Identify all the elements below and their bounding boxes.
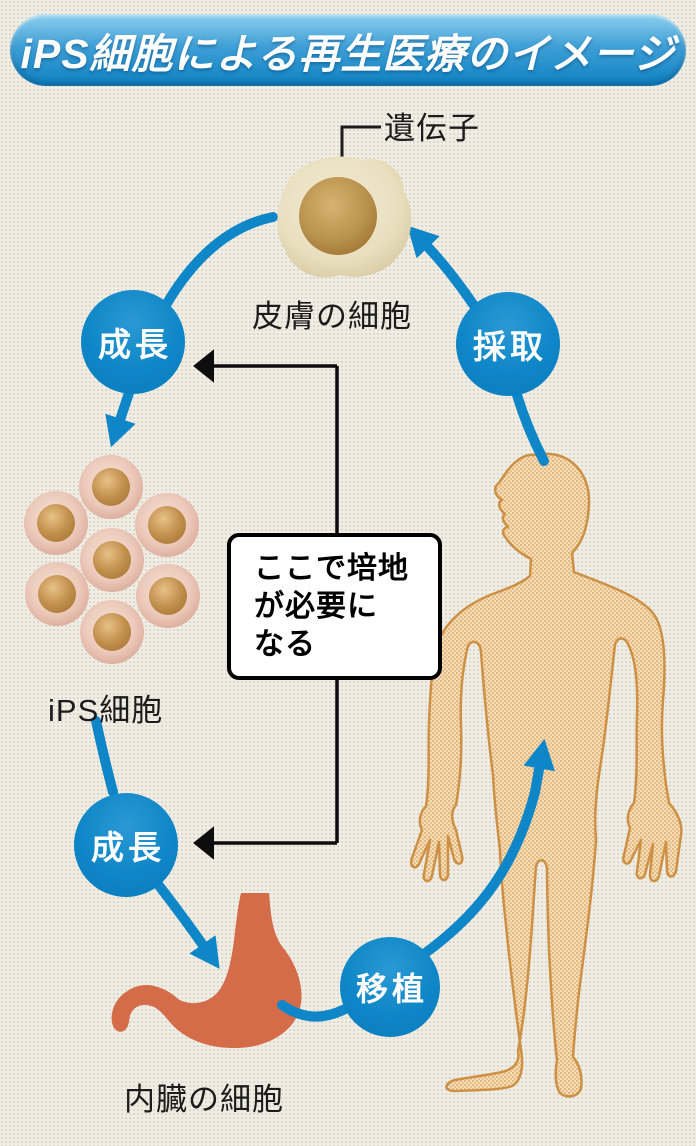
ips-cell [80, 528, 144, 592]
arrow-growth-to-stomach [152, 878, 220, 969]
node-growth-bottom: 成長 [74, 793, 178, 897]
node-growth-top-label: 成長 [98, 326, 172, 363]
ips-cell-cluster [24, 455, 200, 664]
skin-cell-nucleus [299, 177, 377, 255]
ips-cell [80, 600, 144, 664]
ips-cell [24, 491, 88, 555]
ips-cell [79, 455, 143, 519]
node-growth-bottom-label: 成長 [91, 829, 165, 866]
note-line: ここで培地 [254, 552, 409, 585]
ips-cell [25, 562, 89, 626]
note-line: なる [254, 628, 316, 661]
arrow-transplant-to-body [419, 738, 555, 959]
node-transplant: 移植 [340, 937, 440, 1037]
title-bar: iPS細胞による再生医療のイメージ [10, 14, 686, 86]
gene-label: 遺伝子 [384, 111, 480, 146]
skin-cell-illustration [277, 156, 412, 278]
organ-cell-label: 内臓の細胞 [124, 1082, 284, 1117]
node-transplant-label: 移植 [355, 971, 428, 1007]
process-connectors [91, 212, 555, 1022]
link-harvest-to-head [512, 390, 549, 466]
stomach-illustration [111, 893, 302, 1049]
ips-cell-label: iPS細胞 [48, 693, 164, 728]
ips-cell [135, 493, 199, 557]
node-growth-top: 成長 [81, 290, 185, 394]
page-title: iPS細胞による再生医療のイメージ [20, 31, 676, 77]
link-ips-to-growth [91, 716, 118, 797]
note-line: が必要に [254, 590, 378, 623]
ips-cell [136, 564, 200, 628]
human-body-silhouette [410, 452, 683, 1098]
node-harvest-label: 採取 [473, 328, 547, 365]
node-harvest: 採取 [456, 292, 560, 396]
link-stomach-to-transplant [277, 1000, 350, 1022]
link-skincell-to-growth [161, 212, 278, 310]
culture-medium-note-box: ここで培地 が必要に なる [227, 533, 442, 680]
skin-cell-label: 皮膚の細胞 [252, 299, 412, 334]
